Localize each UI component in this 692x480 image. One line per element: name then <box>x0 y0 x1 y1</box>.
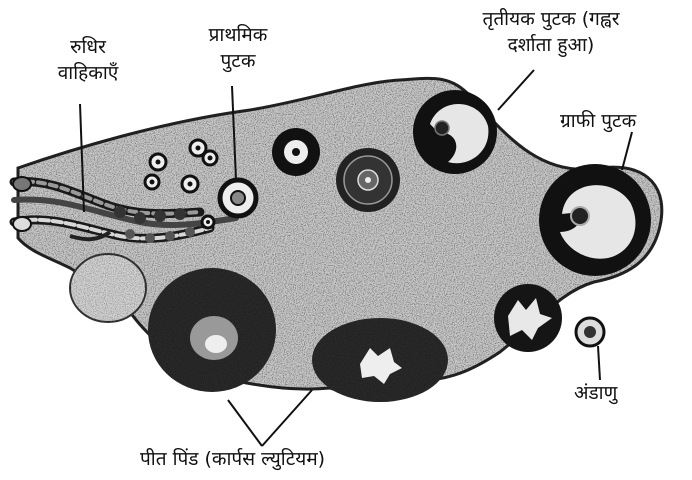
graafian-follicle <box>539 164 651 276</box>
label-primary-follicle-line1: प्राथमिक <box>190 22 286 48</box>
corpus-luteum-left <box>148 268 276 392</box>
ovum <box>576 318 604 346</box>
label-tertiary-follicle-line1: तृतीयक पुटक (गह्वर <box>426 6 676 32</box>
label-corpus-luteum: पीत पिंड (कार्पस ल्युटियम) <box>140 446 325 472</box>
label-primary-follicle: प्राथमिक पुटक <box>190 22 286 74</box>
label-blood-vessels-line1: रुधिर <box>40 34 136 60</box>
label-blood-vessels-line2: वाहिकाएँ <box>40 60 136 86</box>
label-tertiary-follicle-line2: दर्शाता हुआ) <box>426 32 676 58</box>
label-graafian-follicle: ग्राफी पुटक <box>560 108 636 134</box>
primary-follicle <box>220 180 256 216</box>
label-blood-vessels: रुधिर वाहिकाएँ <box>40 34 136 86</box>
ruptured-follicle <box>494 284 562 352</box>
tertiary-follicle <box>413 90 497 174</box>
label-primary-follicle-line2: पुटक <box>190 48 286 74</box>
corpus-luteum-right <box>312 318 448 402</box>
label-ovum: अंडाणु <box>574 380 617 406</box>
label-tertiary-follicle: तृतीयक पुटक (गह्वर दर्शाता हुआ) <box>426 6 676 58</box>
